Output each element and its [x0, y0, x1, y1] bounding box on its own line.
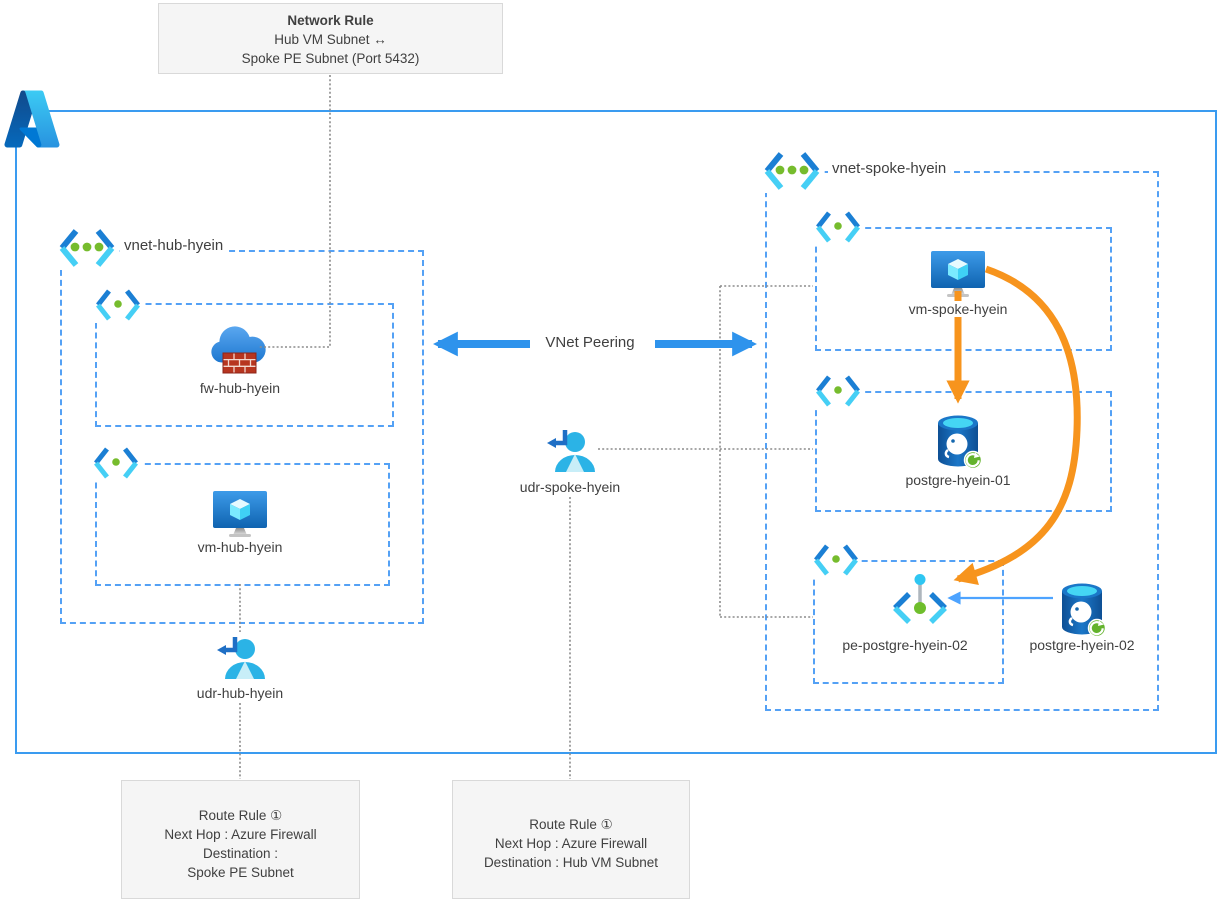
route-table-icon: [214, 633, 266, 685]
spoke-postgre02-label: postgre-hyein-02: [1026, 637, 1138, 653]
route-rule-note-spoke: Route Rule ① Next Hop : Azure Firewall D…: [452, 780, 690, 899]
vm-icon: [212, 490, 268, 538]
spoke-pe-label: pe-postgre-hyein-02: [839, 637, 971, 653]
route-rule-line: Next Hop : Azure Firewall: [164, 827, 317, 842]
hub-vm-label: vm-hub-hyein: [194, 539, 286, 555]
postgresql-icon: [1056, 582, 1108, 640]
spoke-udr-label: udr-spoke-hyein: [516, 479, 624, 495]
private-endpoint-icon: [889, 572, 951, 628]
spoke-vnet-label: vnet-spoke-hyein: [828, 160, 951, 177]
route-rule-line: Route Rule ①: [198, 808, 283, 823]
route-rule-line: Route Rule ①: [529, 817, 613, 832]
hub-vm-subnet-box: [95, 463, 390, 586]
vnet-icon: [761, 149, 823, 193]
subnet-icon: [813, 209, 863, 245]
network-rule-note: Network Rule Hub VM Subnet ↔ Spoke PE Su…: [158, 3, 503, 74]
spoke-vm-label: vm-spoke-hyein: [905, 301, 1011, 317]
network-rule-title: Network Rule: [287, 13, 374, 28]
azure-boundary-box: [15, 110, 1217, 754]
subnet-icon: [93, 287, 143, 323]
route-rule-note-hub: Route Rule ① Next Hop : Azure Firewall D…: [121, 780, 360, 899]
route-rule-line: Destination : Hub VM Subnet: [483, 855, 659, 870]
vm-icon: [930, 250, 986, 298]
vnet-icon: [56, 226, 118, 270]
hub-firewall-label: fw-hub-hyein: [196, 380, 284, 396]
hub-udr-label: udr-hub-hyein: [193, 685, 287, 701]
hub-firewall-subnet-box: [95, 303, 394, 427]
route-rule-line: Next Hop : Azure Firewall: [494, 836, 648, 851]
azure-logo-icon: [2, 86, 62, 152]
network-rule-line1: Hub VM Subnet ↔: [274, 32, 387, 47]
vnet-peering-label: VNet Peering: [541, 334, 639, 351]
network-rule-line2: Spoke PE Subnet (Port 5432): [241, 51, 420, 66]
spoke-postgre01-label: postgre-hyein-01: [902, 472, 1014, 488]
hub-vnet-box: [60, 250, 424, 624]
route-rule-line: Spoke PE Subnet: [187, 865, 294, 880]
firewall-icon: [208, 324, 270, 376]
hub-vnet-label: vnet-hub-hyein: [120, 237, 228, 254]
route-rule-line: Destination :: [202, 846, 279, 861]
subnet-icon: [813, 373, 863, 409]
route-table-icon: [544, 426, 596, 478]
subnet-icon: [91, 445, 141, 481]
spoke-pe-subnet-box: [813, 560, 1004, 684]
postgresql-icon: [932, 414, 984, 472]
subnet-icon: [811, 542, 861, 578]
